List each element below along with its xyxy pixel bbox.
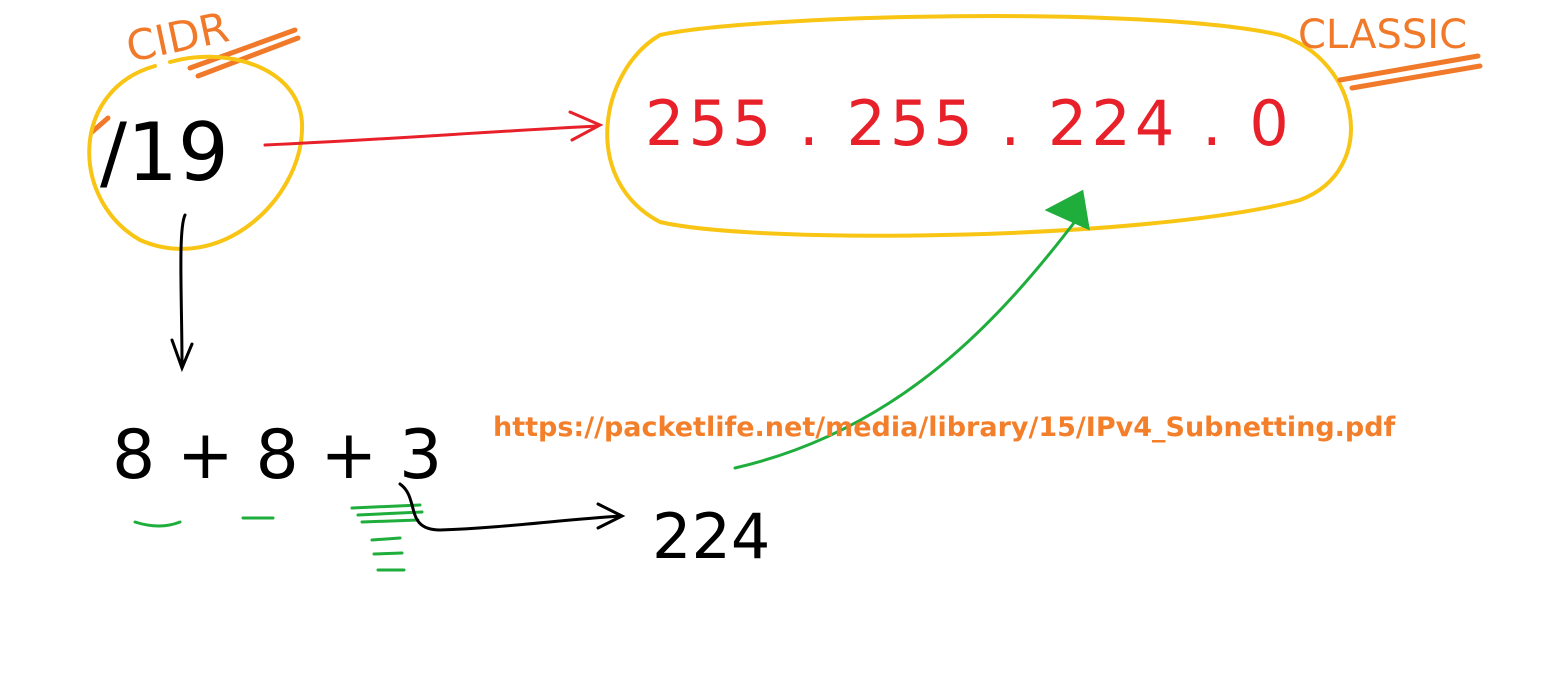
octet-result: 224: [652, 500, 770, 573]
reference-url[interactable]: https://packetlife.net/media/library/15/…: [493, 412, 1396, 443]
tally-marks: [133, 503, 424, 572]
down-arrow: [170, 213, 194, 373]
right-arrow: [398, 482, 626, 532]
bits-sum: 8 + 8 + 3: [112, 416, 442, 495]
classic-underline: [1337, 53, 1483, 91]
prefix-circle: [87, 54, 305, 251]
mask-oval: [605, 14, 1353, 238]
cidr-prefix: /19: [100, 106, 229, 199]
red-arrow: [263, 110, 604, 147]
green-arrow: [733, 189, 1090, 470]
subnet-mask: 255 . 255 . 224 . 0: [645, 87, 1293, 160]
classic-label: CLASSIC: [1298, 12, 1467, 58]
cidr-underline: [89, 27, 301, 135]
